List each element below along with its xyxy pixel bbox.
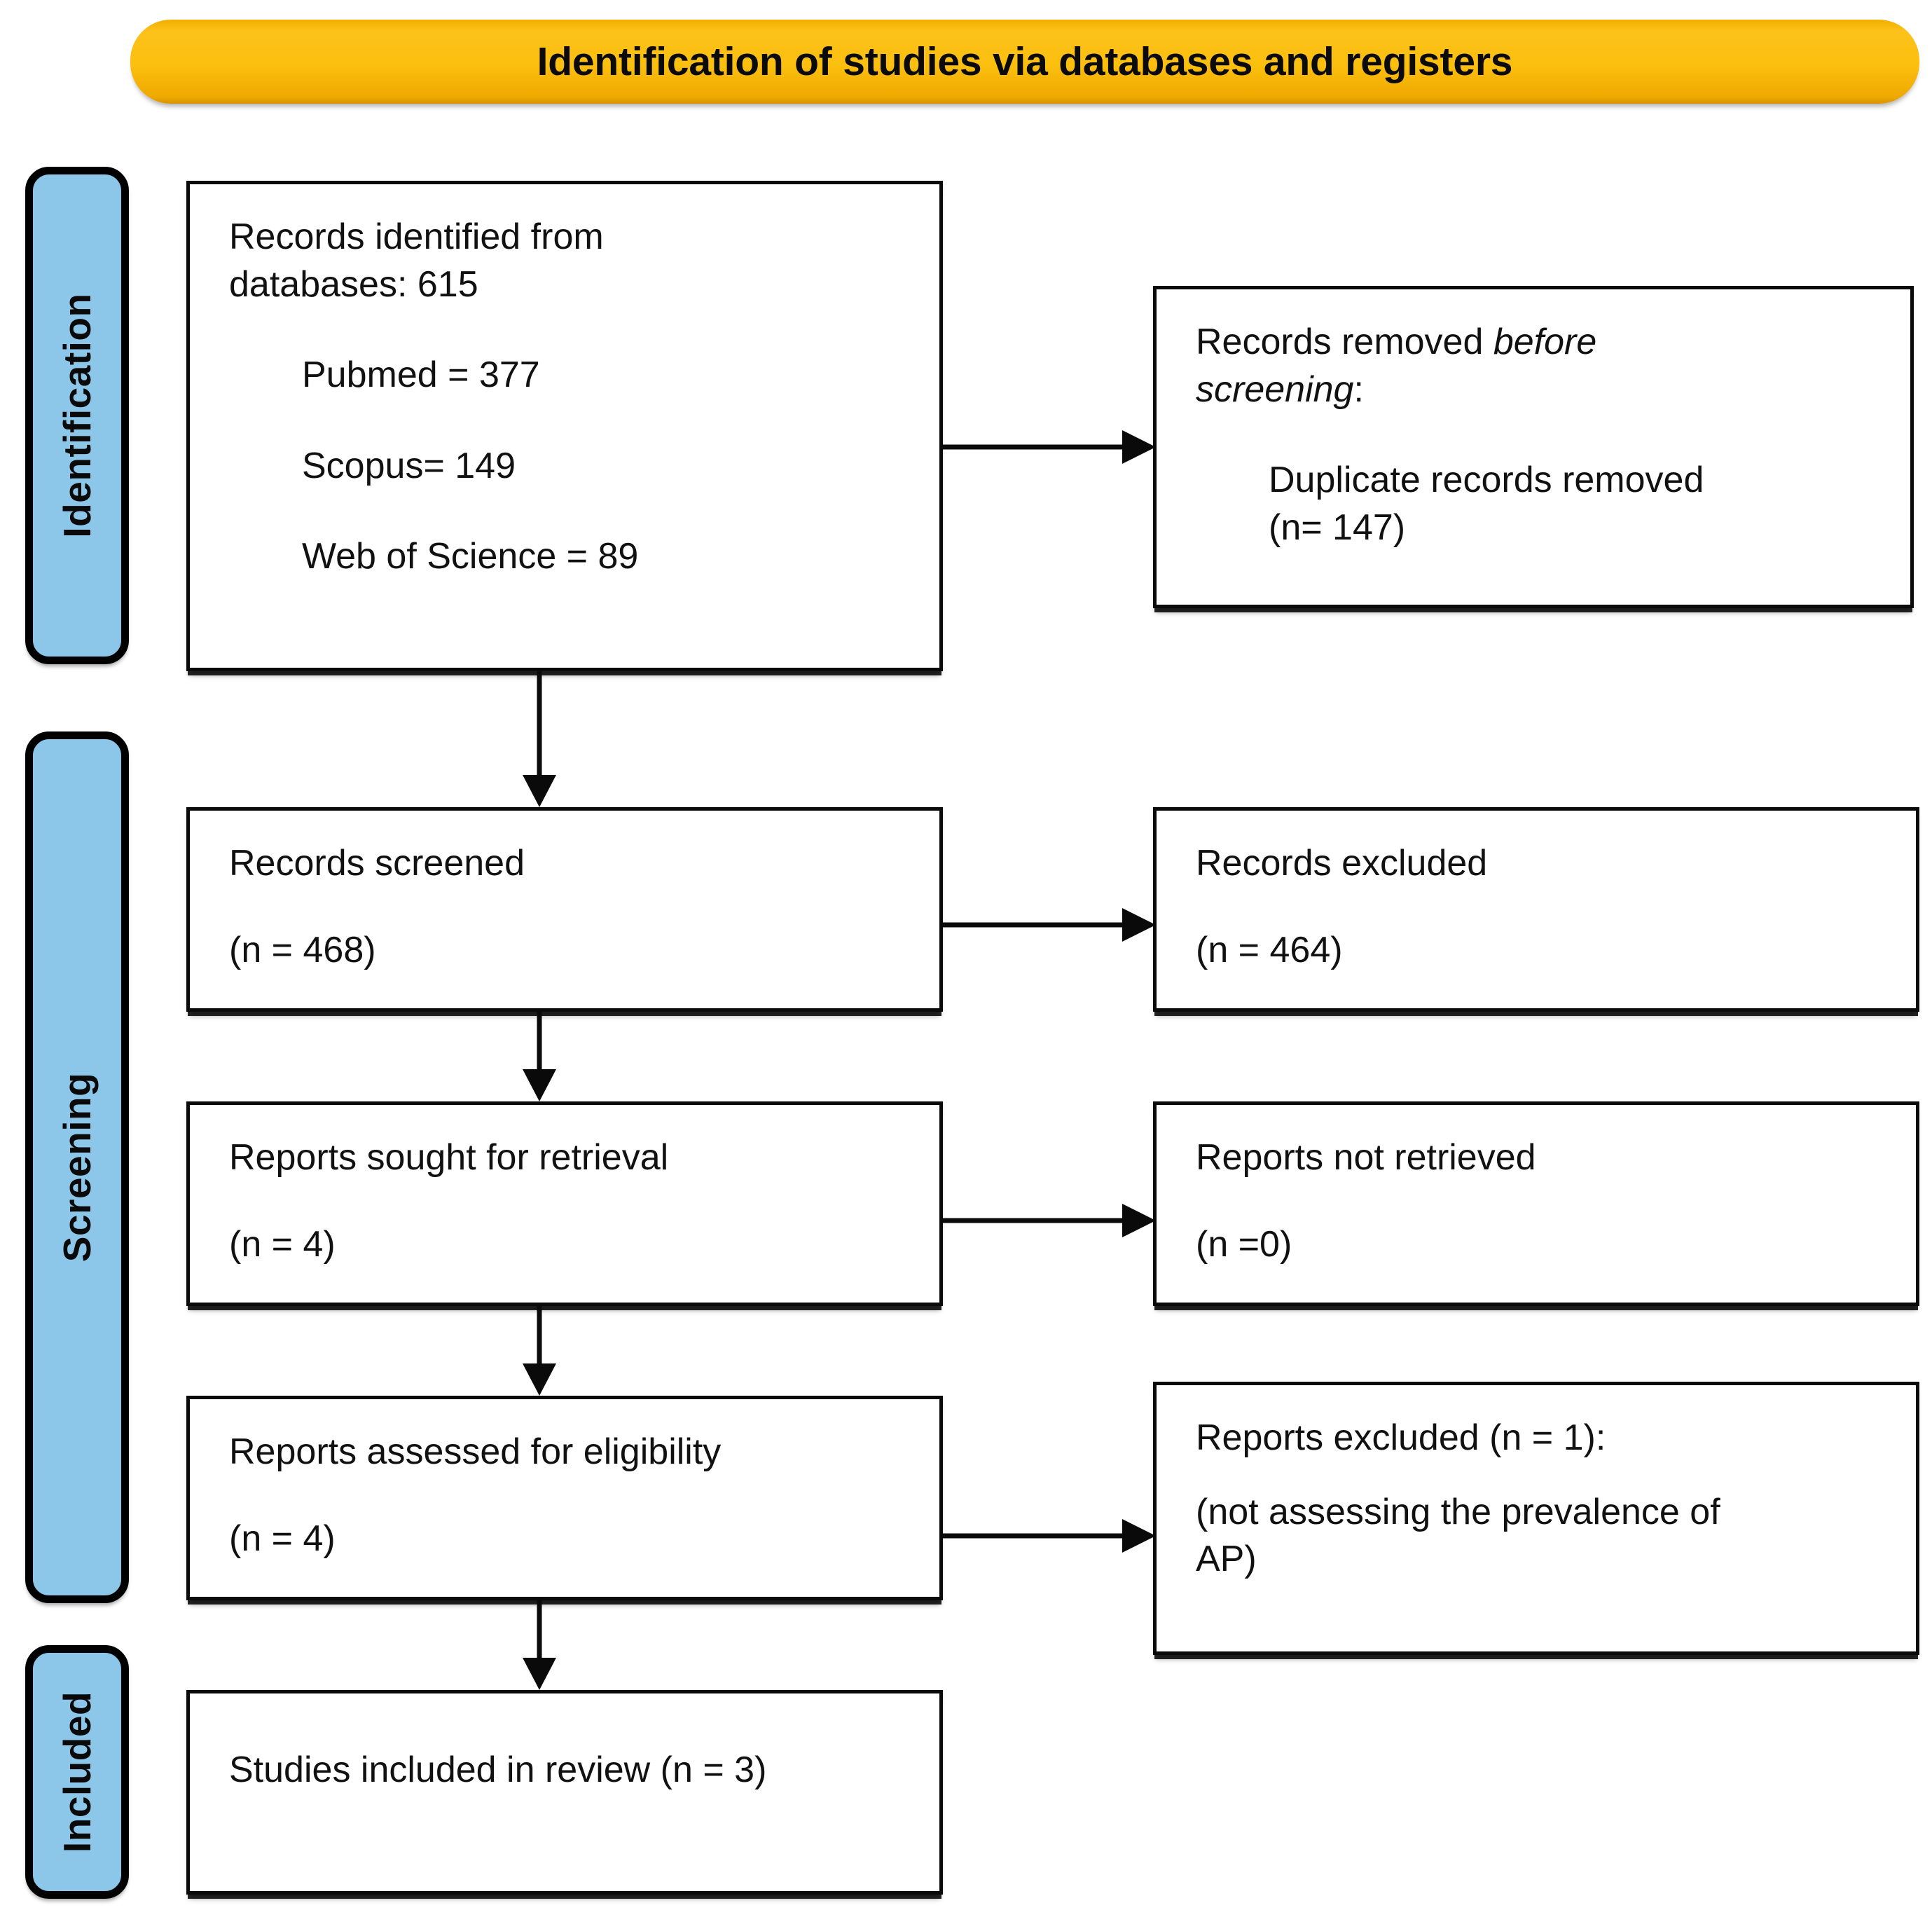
records-removed-line2-colon: : (1353, 369, 1364, 410)
arrow-identified-to-removed (943, 426, 1157, 468)
box-records-removed-before-screening: Records removed before screening: Duplic… (1153, 286, 1914, 608)
records-removed-line2-emph: screening (1196, 369, 1354, 410)
page-title: Identification of studies via databases … (537, 39, 1513, 84)
records-excluded-line1: Records excluded (1196, 843, 1488, 884)
arrow-assessed-to-included (518, 1600, 560, 1691)
box-reports-not-retrieved: Reports not retrieved (n =0) (1153, 1101, 1919, 1306)
stage-rail-identification: Identification (25, 167, 129, 664)
records-removed-detail2: (n= 147) (1269, 507, 1406, 548)
records-identified-wos: Web of Science = 89 (302, 536, 639, 577)
box-reports-assessed: Reports assessed for eligibility (n = 4) (186, 1396, 943, 1600)
reports-excluded-line1: Reports excluded (n = 1): (1196, 1417, 1606, 1458)
records-screened-count: (n = 468) (229, 929, 376, 970)
reports-not-retrieved-line1: Reports not retrieved (1196, 1137, 1536, 1178)
reports-excluded-line3: AP) (1196, 1539, 1257, 1580)
arrow-sought-to-not-retrieved (943, 1200, 1157, 1242)
header-banner: Identification of studies via databases … (130, 20, 1919, 104)
box-reports-excluded: Reports excluded (n = 1): (not assessing… (1153, 1382, 1919, 1655)
records-identified-pubmed: Pubmed = 377 (302, 355, 540, 396)
stage-label-included: Included (55, 1691, 99, 1853)
stage-rail-screening: Screening (25, 731, 129, 1603)
box-records-excluded: Records excluded (n = 464) (1153, 807, 1919, 1012)
stage-label-identification: Identification (55, 293, 99, 538)
records-removed-line1-text: Records removed (1196, 322, 1493, 362)
arrow-sought-to-assessed (518, 1306, 560, 1397)
records-screened-line1: Records screened (229, 843, 525, 884)
reports-excluded-line2: (not assessing the prevalence of (1196, 1491, 1720, 1532)
records-identified-line1: Records identified from (229, 217, 604, 257)
arrow-screened-to-sought (518, 1012, 560, 1103)
reports-assessed-count: (n = 4) (229, 1518, 336, 1559)
records-removed-detail1: Duplicate records removed (1269, 460, 1704, 501)
reports-sought-count: (n = 4) (229, 1223, 336, 1265)
stage-label-screening: Screening (55, 1072, 99, 1263)
records-removed-line1-emph: before (1493, 322, 1597, 362)
arrow-screened-to-excluded (943, 904, 1157, 946)
box-studies-included: Studies included in review (n = 3) (186, 1690, 943, 1895)
records-identified-line2: databases: 615 (229, 263, 478, 305)
box-records-screened: Records screened (n = 468) (186, 807, 943, 1012)
records-excluded-count: (n = 464) (1196, 929, 1343, 970)
arrow-assessed-to-reports-excluded (943, 1515, 1157, 1557)
records-identified-scopus: Scopus= 149 (302, 445, 516, 486)
reports-not-retrieved-count: (n =0) (1196, 1223, 1292, 1265)
studies-included-line1: Studies included in review (n = 3) (229, 1750, 767, 1790)
arrow-identified-to-screened (518, 671, 560, 809)
reports-sought-line1: Reports sought for retrieval (229, 1137, 669, 1178)
records-removed-line2: screening: (1196, 366, 1884, 414)
records-removed-line1: Records removed before (1196, 319, 1884, 366)
box-records-identified: Records identified from databases: 615 P… (186, 181, 943, 671)
reports-assessed-line1: Reports assessed for eligibility (229, 1431, 722, 1472)
stage-rail-included: Included (25, 1645, 129, 1899)
box-reports-sought: Reports sought for retrieval (n = 4) (186, 1101, 943, 1306)
